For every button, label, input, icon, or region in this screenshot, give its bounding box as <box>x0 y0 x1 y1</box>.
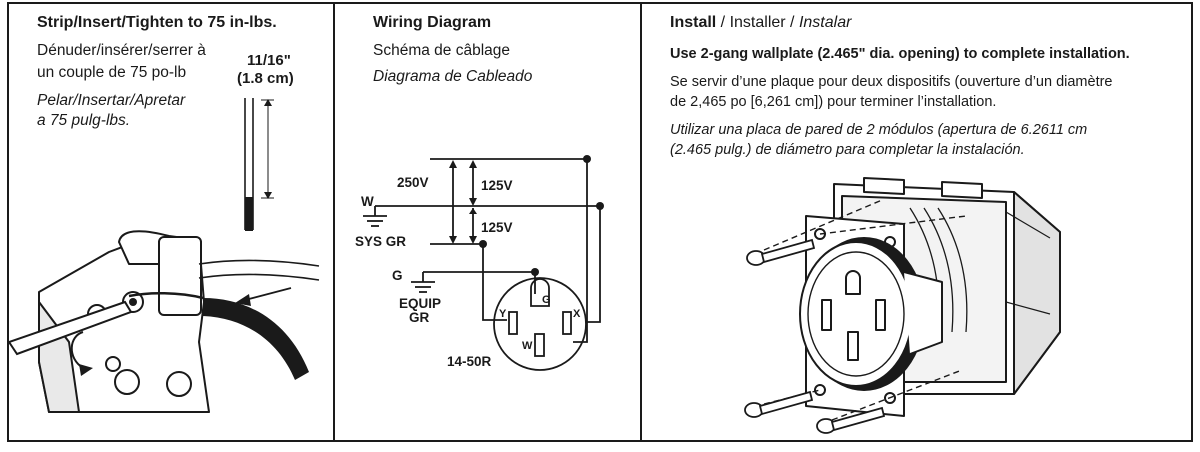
slot-w <box>534 333 545 357</box>
label-250v: 250V <box>397 175 429 190</box>
install-es-line-1: Utilizar una placa de pared de 2 módulos… <box>670 122 1088 138</box>
label-gr: GR <box>409 310 430 325</box>
slot-ground <box>530 278 550 307</box>
receptacle-housing <box>38 230 210 413</box>
install-illustration <box>744 177 1061 434</box>
screwdriver <box>9 300 133 376</box>
screw-bottom-right <box>816 406 886 434</box>
receptacle-model: 14-50R <box>447 354 492 369</box>
install-title-sep-2: / <box>785 14 799 31</box>
install-fr-line-1: Se servir d’une plaque pour deux disposi… <box>670 74 1113 90</box>
wiring-title-fr: Schéma de câblage <box>373 42 511 59</box>
wiring-title: Wiring Diagram <box>373 14 492 31</box>
slot-label-w: W <box>522 340 533 352</box>
screw-top-left <box>746 238 816 266</box>
insert-arrow <box>235 287 292 306</box>
panel-divider-2 <box>640 2 642 442</box>
instruction-frame <box>7 2 1193 442</box>
wire-hot-x <box>430 158 588 343</box>
install-wallplate-note: Use 2-gang wallplate (2.465" dia. openin… <box>670 46 1130 62</box>
strip-length-inches: 11/16" <box>247 52 291 69</box>
strip-es-line-1: Pelar/Insertar/Apretar <box>37 92 186 109</box>
slot-x <box>562 311 572 335</box>
slot-y <box>508 311 518 335</box>
alignment-guides <box>763 199 967 421</box>
label-125v-top: 125V <box>481 178 513 193</box>
stripped-wire <box>244 98 274 231</box>
install-title-sep-1: / <box>716 14 730 31</box>
screw-bottom-left <box>744 390 814 418</box>
strip-es-line-2: a 75 pulg-lbs. <box>37 112 131 129</box>
mounting-screws <box>744 238 886 434</box>
wire-hot-y <box>430 243 507 321</box>
strip-fr-line-1: Dénuder/insérer/serrer à <box>37 42 206 59</box>
receptacle <box>799 237 943 391</box>
install-panel: Install / Installer / Instalar Use 2-gan… <box>642 2 1191 442</box>
wire-neutral <box>375 205 601 323</box>
strip-title: Strip/Insert/Tighten to 75 in-lbs. <box>37 14 277 31</box>
label-equip: EQUIP <box>399 296 442 311</box>
wiring-title-es: Diagrama de Cableado <box>373 68 533 85</box>
install-title-es: Instalar <box>798 14 852 31</box>
install-title-fr: Installer <box>729 14 786 31</box>
install-es-line-2: (2.465 pulg.) de diámetro para completar… <box>670 142 1025 158</box>
wiring-schematic <box>363 155 604 371</box>
wiring-panel: Wiring Diagram Schéma de câblage Diagram… <box>335 2 640 442</box>
slot-label-g: G <box>542 294 551 306</box>
install-title-en: Install <box>670 14 717 31</box>
strip-illustration <box>9 98 320 413</box>
label-g: G <box>392 268 403 283</box>
strip-fr-line-2: un couple de 75 po-lb <box>37 64 187 81</box>
label-125v-bottom: 125V <box>481 220 513 235</box>
panel-divider-1 <box>333 2 335 442</box>
insulated-cable <box>128 291 309 380</box>
label-sys-gr: SYS GR <box>355 234 407 249</box>
slot-label-y: Y <box>499 308 507 320</box>
slot-label-x: X <box>573 308 581 320</box>
strip-panel: Strip/Insert/Tighten to 75 in-lbs. Dénud… <box>9 2 333 442</box>
label-w: W <box>361 194 374 209</box>
install-fr-line-2: de 2,465 po [6,261 cm]) pour terminer l’… <box>670 94 997 110</box>
strip-length-cm: (1.8 cm) <box>237 70 294 87</box>
install-title: Install / Installer / Instalar <box>670 14 851 32</box>
receptacle-face <box>493 277 587 371</box>
